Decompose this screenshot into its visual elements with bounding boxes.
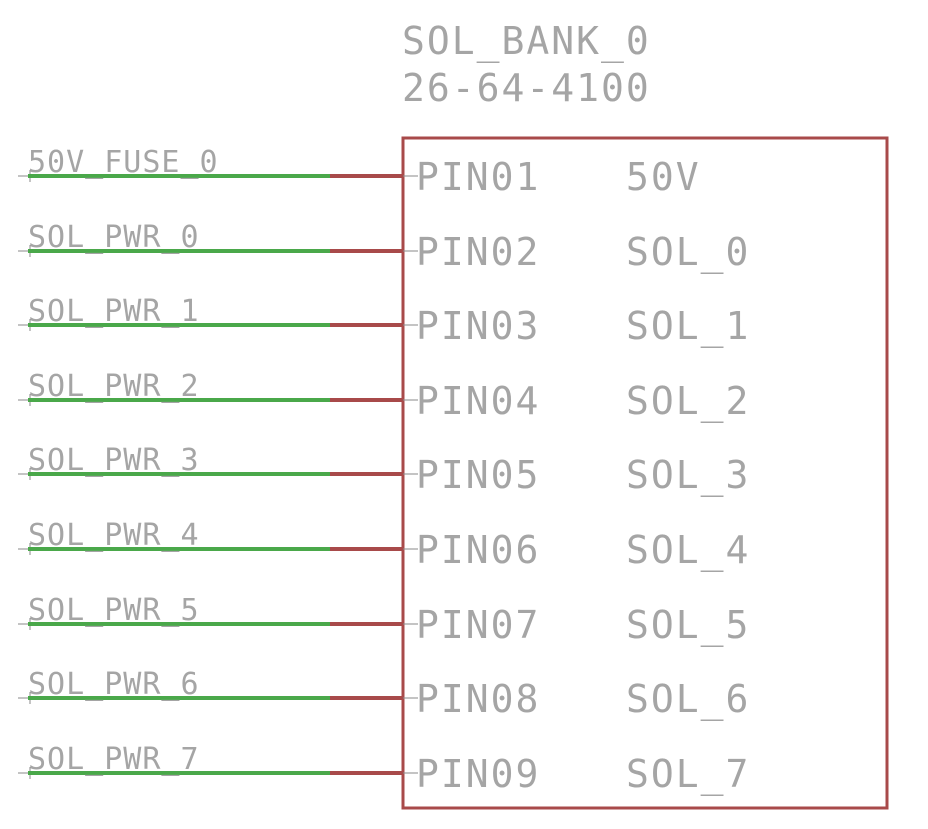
pin-number: PIN05 bbox=[416, 453, 540, 497]
pin-number: PIN08 bbox=[416, 677, 540, 721]
net-label[interactable]: SOL_PWR_6 bbox=[28, 667, 200, 702]
net-label[interactable]: SOL_PWR_4 bbox=[28, 518, 200, 553]
component-value: 26-64-4100 bbox=[402, 66, 651, 110]
pin-number: PIN04 bbox=[416, 379, 540, 423]
net-label[interactable]: SOL_PWR_7 bbox=[28, 742, 200, 777]
component-name: SOL_BANK_0 bbox=[402, 19, 651, 64]
pin-row: SOL_PWR_2 PIN04 SOL_2 bbox=[18, 369, 750, 424]
pin-function: SOL_1 bbox=[626, 304, 750, 349]
net-label[interactable]: 50V_FUSE_0 bbox=[28, 145, 219, 180]
pin-function: SOL_4 bbox=[626, 528, 750, 573]
net-label[interactable]: SOL_PWR_3 bbox=[28, 443, 200, 478]
pin-number: PIN03 bbox=[416, 304, 540, 348]
pin-row: SOL_PWR_3 PIN05 SOL_3 bbox=[18, 443, 750, 498]
pin-row: SOL_PWR_4 PIN06 SOL_4 bbox=[18, 518, 750, 573]
pin-number: PIN09 bbox=[416, 752, 540, 796]
net-label[interactable]: SOL_PWR_1 bbox=[28, 294, 200, 329]
pin-row: 50V_FUSE_0 PIN01 50V bbox=[18, 145, 701, 199]
net-label[interactable]: SOL_PWR_5 bbox=[28, 593, 200, 628]
pin-number: PIN02 bbox=[416, 230, 540, 274]
pin-function: SOL_0 bbox=[626, 230, 750, 275]
pin-number: PIN07 bbox=[416, 603, 540, 647]
pin-function: 50V bbox=[626, 155, 701, 199]
net-label[interactable]: SOL_PWR_0 bbox=[28, 220, 200, 255]
pin-number: PIN01 bbox=[416, 155, 540, 199]
pin-function: SOL_7 bbox=[626, 752, 750, 797]
pin-function: SOL_2 bbox=[626, 379, 750, 424]
pin-number: PIN06 bbox=[416, 528, 540, 572]
net-label[interactable]: SOL_PWR_2 bbox=[28, 369, 200, 404]
pin-function: SOL_3 bbox=[626, 453, 750, 498]
pin-row: SOL_PWR_5 PIN07 SOL_5 bbox=[18, 593, 750, 648]
pin-row: SOL_PWR_7 PIN09 SOL_7 bbox=[18, 742, 750, 797]
pin-row: SOL_PWR_1 PIN03 SOL_1 bbox=[18, 294, 750, 349]
pin-row: SOL_PWR_0 PIN02 SOL_0 bbox=[18, 220, 750, 275]
pin-row: SOL_PWR_6 PIN08 SOL_6 bbox=[18, 667, 750, 722]
pin-function: SOL_6 bbox=[626, 677, 750, 722]
pin-function: SOL_5 bbox=[626, 603, 750, 648]
